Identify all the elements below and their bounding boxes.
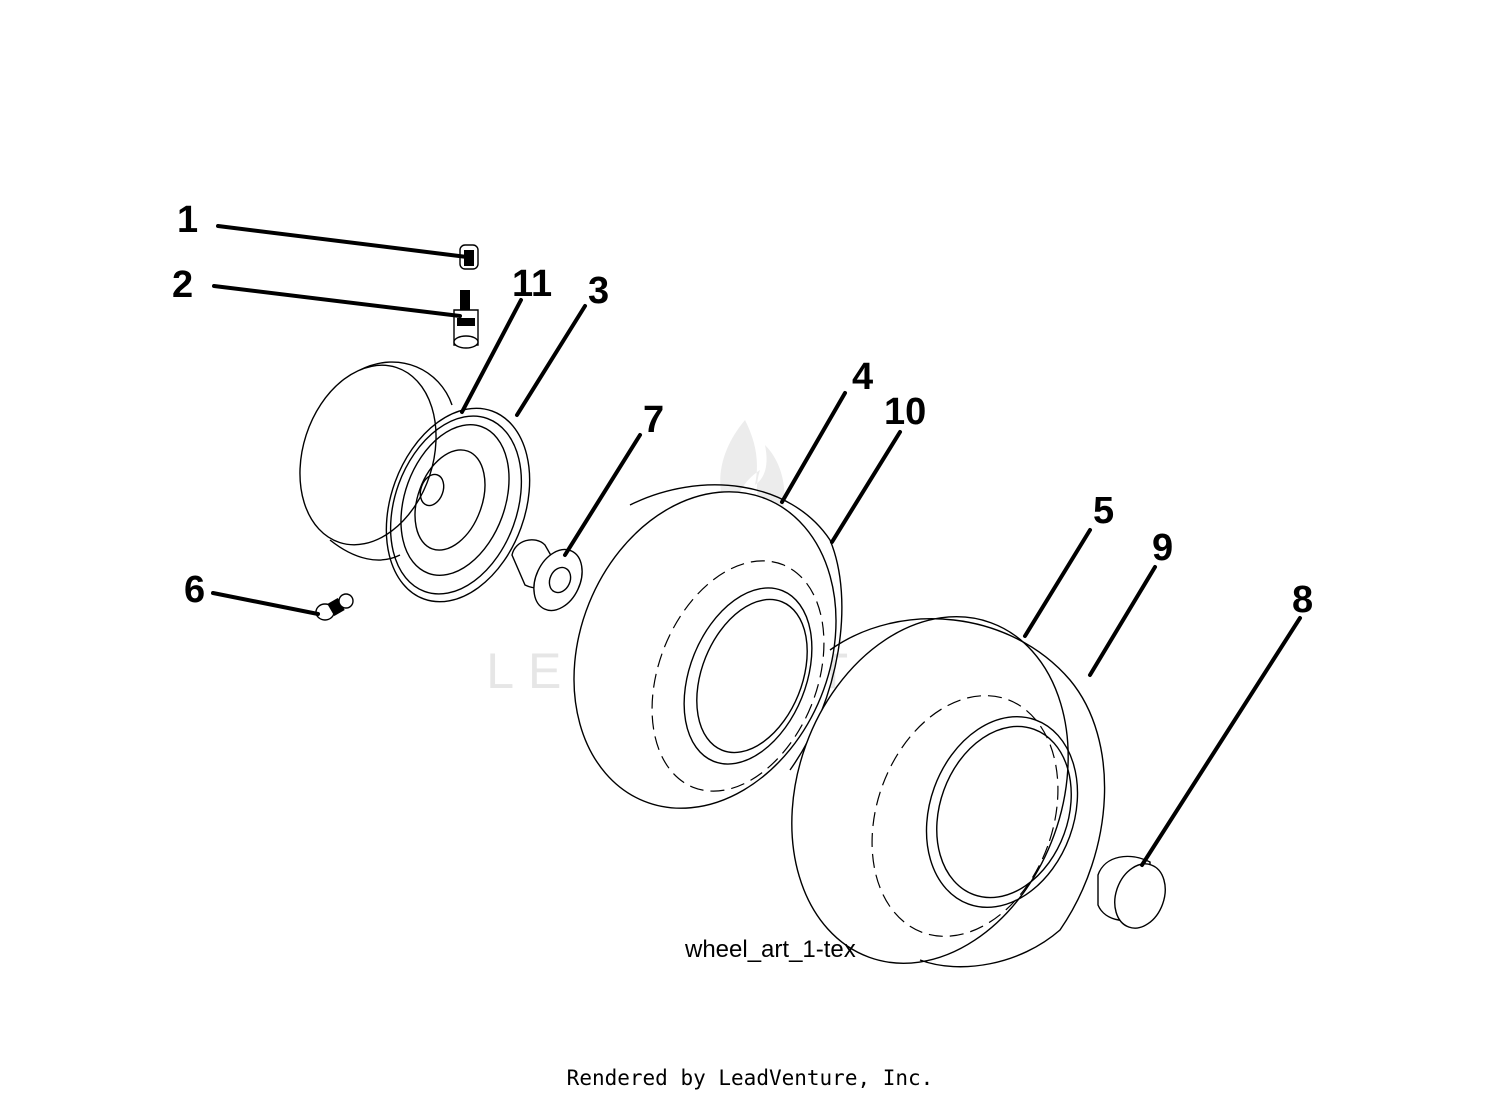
leader-lines — [211, 224, 1302, 867]
leader-line-6 — [211, 591, 320, 616]
flanged-bushing-part — [511, 539, 583, 612]
callout-10: 10 — [884, 391, 926, 433]
callout-labels: 1 2 3 4 5 6 7 8 9 10 11 — [172, 199, 1313, 621]
leader-line-4 — [780, 391, 847, 504]
render-credit: Rendered by LeadVenture, Inc. — [567, 1066, 934, 1090]
callout-9: 9 — [1152, 527, 1173, 569]
callout-7: 7 — [643, 399, 664, 441]
callout-8: 8 — [1292, 579, 1313, 621]
leader-line-2 — [212, 284, 462, 318]
valve-stem-part — [453, 290, 479, 349]
grease-fitting-part — [315, 593, 354, 621]
rear-tire-part — [791, 616, 1106, 968]
callout-5: 5 — [1093, 490, 1114, 532]
leader-line-8 — [1140, 616, 1302, 867]
hub-cap-part — [1097, 855, 1166, 929]
callout-11: 11 — [512, 263, 552, 305]
leader-line-10 — [830, 430, 902, 544]
leader-line-5 — [1023, 528, 1092, 638]
callout-4: 4 — [852, 356, 873, 398]
leader-line-9 — [1088, 565, 1157, 677]
callout-3: 3 — [588, 270, 609, 312]
wheel-rim-part — [299, 361, 531, 603]
callout-6: 6 — [184, 569, 205, 611]
leader-line-7 — [563, 433, 642, 557]
leader-line-3 — [515, 304, 587, 417]
leader-line-1 — [216, 224, 469, 259]
leader-line-11 — [460, 298, 523, 414]
callout-2: 2 — [172, 264, 193, 306]
callout-1: 1 — [177, 199, 198, 241]
drawing-code: wheel_art_1-tex — [684, 936, 856, 963]
front-tire-part — [573, 484, 843, 809]
